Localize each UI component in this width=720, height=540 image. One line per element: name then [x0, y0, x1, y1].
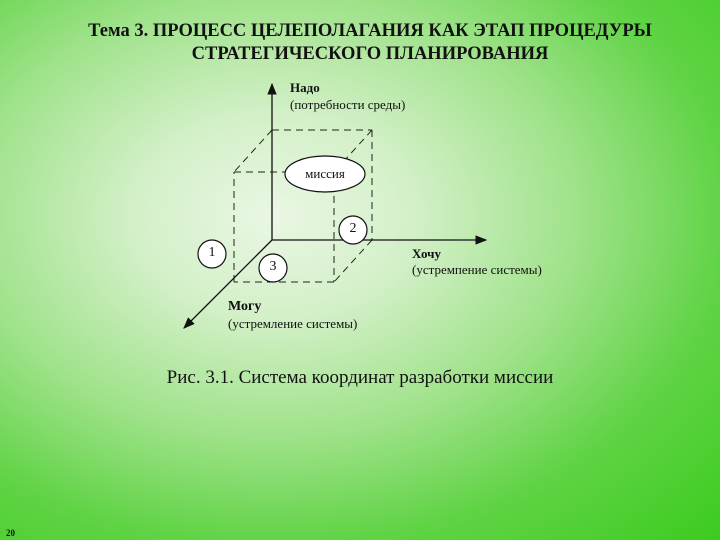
page-title: Тема 3. ПРОЦЕСС ЦЕЛЕПОЛАГАНИЯ КАК ЭТАП П… [30, 20, 710, 66]
axis-down [183, 239, 273, 329]
axis-down-label: Могу [228, 299, 262, 314]
cube-dashed-edges [233, 129, 373, 283]
point-2-label: 2 [349, 221, 357, 236]
figure-caption: Рис. 3.1. Система координат разработки м… [166, 367, 554, 388]
axis-up-label: Надо [290, 80, 320, 95]
axis-right-sublabel: (устремпение системы) [412, 262, 542, 277]
mission-label: миссия [305, 166, 345, 181]
axis-down-sublabel: (устремление системы) [228, 316, 358, 331]
axis-right-label: Хочу [412, 246, 441, 261]
point-2-circle [338, 215, 368, 245]
axis-up-sublabel: (потребности среды) [290, 97, 406, 112]
point-1-label: 1 [208, 245, 216, 260]
mission-ellipse [284, 155, 366, 193]
title-line-2: СТРАТЕГИЧЕСКОГО ПЛАНИРОВАНИЯ [191, 44, 549, 64]
point-3-label: 3 [269, 259, 277, 274]
title-line-1: Тема 3. ПРОЦЕСС ЦЕЛЕПОЛАГАНИЯ КАК ЭТАП П… [88, 21, 652, 41]
point-1-circle [197, 239, 227, 269]
point-3-circle [258, 253, 288, 283]
page-number: 20 [6, 528, 15, 538]
